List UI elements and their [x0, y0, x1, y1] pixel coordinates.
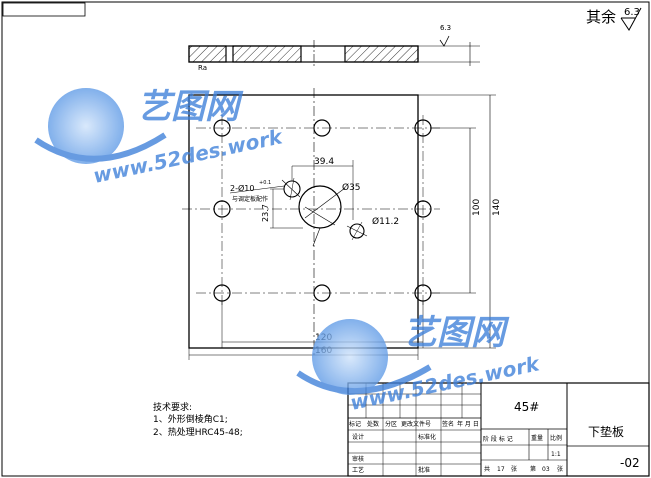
title-block [347, 382, 650, 477]
watermark-top: 艺图网 www.52des.work [34, 87, 286, 188]
label-approve: 批准 [418, 466, 430, 474]
roughness-prefix: 其余 [586, 8, 616, 26]
weight-label: 重量 [531, 434, 543, 442]
dim-39-4: 39.4 [314, 157, 334, 167]
hole [414, 200, 432, 218]
total-sheets: 17 [497, 466, 505, 473]
sheet-unit-2: 张 [557, 465, 563, 473]
watermark-bottom: 艺图网 www.52des.work [296, 313, 543, 415]
hdr-date: 年 月 日 [457, 420, 479, 428]
dim-23-7: 23.7 [261, 204, 270, 222]
roughness-note: 其余 6.3 [586, 7, 642, 31]
hole [213, 200, 231, 218]
dim-holes-note: 与调定板配作 [232, 195, 268, 203]
hole [313, 284, 331, 302]
section-roughness-value: 6.3 [440, 24, 451, 32]
notes-item-2: 2、热处理HRC45-48; [153, 426, 243, 438]
part-name: 下垫板 [588, 424, 624, 439]
sheet-unit: 张 [511, 465, 517, 473]
material: 45# [514, 400, 539, 414]
hdr-sign: 签名 [442, 420, 454, 428]
title-block-text: 标记 处数 分区 更改文件号 签名 年 月 日 设计 标准化 审核 工艺 批准 … [349, 400, 640, 474]
label-process: 工艺 [352, 466, 364, 474]
watermark-logo: 艺图网 [137, 87, 244, 127]
small-hole [349, 223, 365, 239]
dim-holes: 2-Ø10 [230, 183, 254, 193]
roughness-value: 6.3 [624, 7, 640, 18]
scale-label: 比例 [550, 434, 562, 442]
scale-value: 1:1 [551, 451, 561, 458]
hole [313, 119, 331, 137]
roughness-symbol-icon [620, 7, 642, 31]
notes-item-1: 1、外形倒棱角C1; [153, 413, 228, 425]
globe-icon [48, 88, 124, 164]
dim-100: 100 [472, 199, 482, 216]
dim-140: 140 [492, 199, 502, 216]
sheet-number: 03 [542, 466, 550, 473]
hdr-mark: 标记 [349, 420, 361, 428]
hdr-change: 更改文件号 [401, 420, 431, 428]
section-roughness-icon [439, 35, 450, 47]
globe-icon [312, 319, 388, 395]
label-review: 审核 [352, 455, 364, 463]
section-roughness-left: Ra [198, 64, 207, 72]
hdr-count: 处数 [367, 420, 379, 428]
drawing-number: -02 [620, 456, 640, 470]
watermark-logo: 艺图网 [403, 313, 510, 353]
label-standard: 标准化 [418, 433, 436, 441]
plan-view: 39.4 Ø35 Ø11.2 2-Ø10 +0.1 与调定板配作 23.7 10… [182, 88, 502, 360]
dim-small-dia: Ø11.2 [372, 216, 399, 227]
notes-title: 技术要求: [153, 401, 192, 413]
hole [213, 119, 231, 137]
hdr-zone: 分区 [385, 420, 397, 428]
dim-holes-tolerance: +0.1 [259, 180, 271, 186]
stage-label: 阶 段 标 记 [483, 435, 513, 443]
sheet-label: 第 [530, 465, 536, 473]
total-label: 共 [484, 465, 490, 473]
technical-notes: 技术要求: 1、外形倒棱角C1; 2、热处理HRC45-48; [153, 401, 243, 438]
label-design: 设计 [352, 433, 364, 441]
section-view: 6.3 Ra [188, 24, 480, 72]
dim-center-dia: Ø35 [342, 182, 361, 193]
